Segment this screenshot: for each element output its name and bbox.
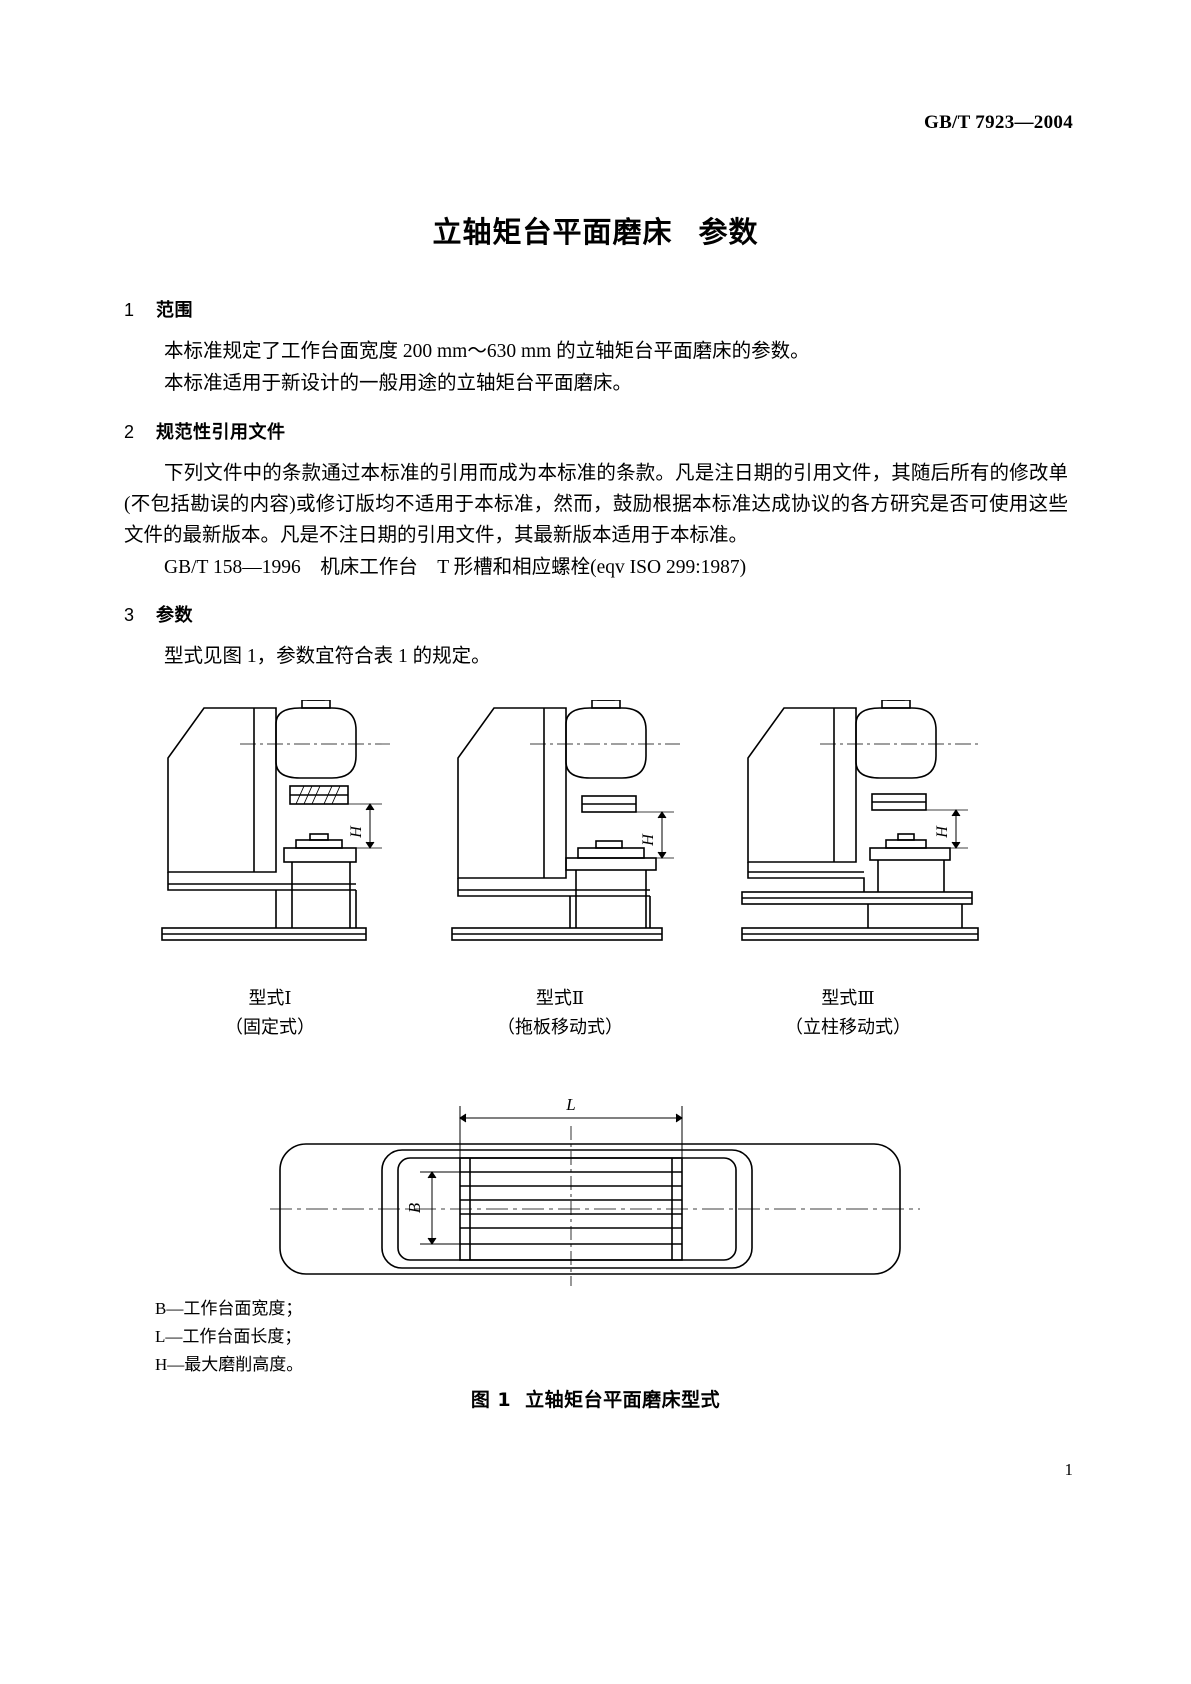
- section-title-3: 参数: [156, 605, 193, 626]
- section-title-1: 范围: [156, 300, 193, 321]
- figure-caption-label: 图 1: [470, 1389, 512, 1411]
- machine-drawing-type-2: H: [450, 694, 700, 957]
- standard-code: GB/T 7923—2004: [923, 112, 1073, 133]
- dimension-label-b: B: [405, 1202, 424, 1213]
- type-caption-2: 型式Ⅱ （拖板移动式）: [450, 984, 670, 1042]
- section-heading-2: 2 规范性引用文件: [124, 418, 1068, 444]
- type-caption-3: 型式Ⅲ （立柱移动式）: [738, 984, 958, 1042]
- type-name-3: 型式Ⅲ: [821, 988, 875, 1008]
- machine-type-drawings: H: [0, 694, 1191, 960]
- legend-item-b: B—工作台面宽度；: [155, 1299, 303, 1318]
- section-1-paragraph-2: 本标准适用于新设计的一般用途的立轴矩台平面磨床。: [164, 373, 633, 394]
- machine-drawing-type-3: H: [740, 694, 1010, 957]
- type-description-3: （立柱移动式）: [785, 1017, 911, 1037]
- figure-1: H: [0, 694, 1191, 1306]
- title-main: 立轴矩台平面磨床: [432, 215, 673, 249]
- page-title: 立轴矩台平面磨床参数: [0, 209, 1191, 251]
- section-heading-1: 1 范围: [124, 296, 1068, 322]
- type-name-1: 型式Ⅰ: [248, 988, 292, 1008]
- machine-type-captions: 型式Ⅰ （固定式） 型式Ⅱ （拖板移动式） 型式Ⅲ （立柱移动式）: [0, 984, 1191, 1064]
- section-number-3: 3: [124, 605, 135, 625]
- dimension-label-l: L: [565, 1095, 575, 1114]
- machine-drawing-type-1: H: [160, 694, 410, 957]
- table-plan-view: L B: [0, 1086, 1191, 1306]
- figure-legend: B—工作台面宽度； L—工作台面长度； H—最大磨削高度。: [155, 1295, 303, 1379]
- figure-caption: 图 1 立轴矩台平面磨床型式: [0, 1385, 1191, 1412]
- type-caption-1: 型式Ⅰ （固定式）: [160, 984, 380, 1042]
- type-description-1: （固定式）: [225, 1017, 315, 1037]
- section-2-paragraph-1: 下列文件中的条款通过本标准的引用而成为本标准的条款。凡是注日期的引用文件，其随后…: [124, 463, 1068, 546]
- dimension-label-h-type-3: H: [934, 825, 951, 839]
- normative-reference-item: GB/T 158—1996 机床工作台 T 形槽和相应螺栓(eqv ISO 29…: [164, 557, 747, 578]
- section-title-2: 规范性引用文件: [156, 422, 286, 443]
- document-header: GB/T 7923—2004: [924, 112, 1073, 134]
- legend-item-l: L—工作台面长度；: [155, 1327, 302, 1346]
- dimension-label-h-type-1: H: [348, 825, 365, 839]
- type-description-2: （拖板移动式）: [497, 1017, 623, 1037]
- document-body: 1 范围 本标准规定了工作台面宽度 200 mm～630 mm 的立轴矩台平面磨床…: [124, 296, 1068, 673]
- section-number-2: 2: [124, 422, 135, 442]
- legend-item-h: H—最大磨削高度。: [155, 1355, 304, 1374]
- section-heading-3: 3 参数: [124, 601, 1068, 627]
- figure-caption-text: 立轴矩台平面磨床型式: [525, 1389, 721, 1411]
- type-name-2: 型式Ⅱ: [535, 988, 585, 1008]
- section-1-paragraph-1: 本标准规定了工作台面宽度 200 mm～630 mm 的立轴矩台平面磨床的参数。: [164, 341, 810, 362]
- page-number: 1: [1064, 1460, 1074, 1479]
- title-sub: 参数: [698, 215, 759, 249]
- section-3-paragraph-1: 型式见图 1，参数宜符合表 1 的规定。: [164, 646, 491, 667]
- section-number-1: 1: [124, 300, 135, 320]
- dimension-label-h-type-2: H: [640, 833, 657, 847]
